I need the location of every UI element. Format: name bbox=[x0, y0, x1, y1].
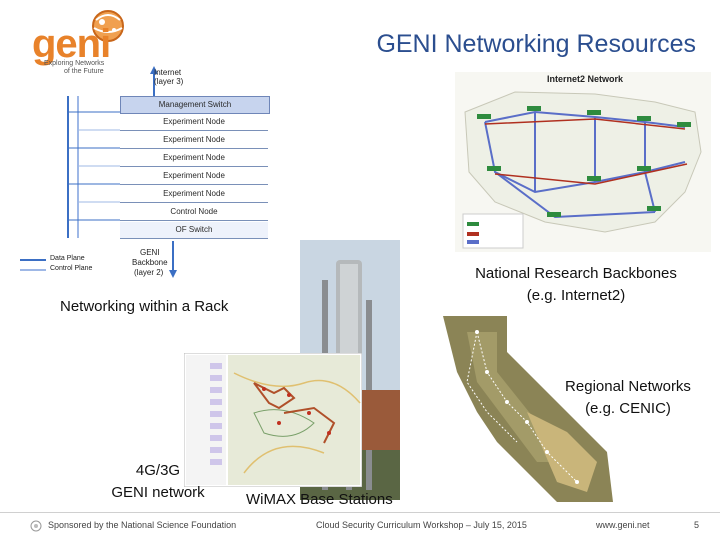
globe-icon bbox=[92, 10, 124, 42]
internet-layer-label: (layer 3) bbox=[154, 77, 184, 86]
rack-row-experiment-node: Experiment Node bbox=[120, 150, 268, 167]
internet2-map-image: Internet2 Network bbox=[455, 72, 711, 252]
footer-divider bbox=[0, 512, 720, 513]
regional-caption: Regional Networks (e.g. CENIC) bbox=[540, 376, 716, 420]
slide-title: GENI Networking Resources bbox=[376, 30, 696, 58]
internet2-caption-line-1: National Research Backbones bbox=[475, 265, 677, 282]
nsf-seal-icon bbox=[30, 519, 42, 532]
rack-row-management-switch: Management Switch bbox=[120, 96, 270, 114]
rack-diagram: Internet (layer 3) Management Switch Exp… bbox=[18, 66, 270, 284]
regional-caption-line-1: Regional Networks bbox=[565, 378, 691, 395]
internet2-caption-line-2: (e.g. Internet2) bbox=[526, 287, 626, 304]
wimax-map-screenshot bbox=[183, 352, 363, 488]
rack-caption: Networking within a Rack bbox=[60, 298, 229, 315]
g4-caption-line-1: 4G/3G bbox=[135, 462, 181, 479]
rack-diagram-lines bbox=[20, 66, 177, 278]
california-network-map bbox=[437, 312, 627, 508]
internet2-caption: National Research Backbones (e.g. Intern… bbox=[440, 263, 712, 307]
rack-row-of-switch: OF Switch bbox=[120, 222, 268, 239]
backbone-layer-label: (layer 2) bbox=[134, 268, 164, 277]
footer-sponsor: Sponsored by the National Science Founda… bbox=[48, 520, 237, 530]
logo-tagline-2: of the Future bbox=[64, 68, 104, 75]
footer-url[interactable]: www.geni.net bbox=[596, 520, 650, 530]
rack-row-control-node: Control Node bbox=[120, 204, 268, 221]
internet-label: Internet bbox=[154, 68, 182, 77]
backbone-label: GENI bbox=[140, 248, 160, 257]
page-number: 5 bbox=[694, 520, 700, 530]
regional-caption-line-2: (e.g. CENIC) bbox=[585, 400, 671, 417]
footer-event: Cloud Security Curriculum Workshop – Jul… bbox=[316, 520, 527, 530]
backbone-label-2: Backbone bbox=[132, 258, 168, 267]
internet2-map-title: Internet2 Network bbox=[547, 74, 624, 84]
geni-logo: geni Exploring Networks of the Future bbox=[8, 6, 126, 78]
wimax-caption: WiMAX Base Stations bbox=[246, 491, 393, 508]
rack-row-experiment-node: Experiment Node bbox=[120, 186, 268, 203]
rack-row-experiment-node: Experiment Node bbox=[120, 132, 268, 149]
g4-caption: 4G/3G GENI network bbox=[100, 460, 216, 504]
legend-data-plane: Data Plane bbox=[50, 255, 85, 262]
rack-row-experiment-node: Experiment Node bbox=[120, 114, 268, 131]
g4-caption-line-2: GENI network bbox=[111, 484, 205, 501]
legend-control-plane: Control Plane bbox=[50, 265, 93, 272]
rack-row-experiment-node: Experiment Node bbox=[120, 168, 268, 185]
logo-wordmark: geni bbox=[32, 22, 111, 66]
logo-tagline-1: Exploring Networks bbox=[44, 60, 105, 67]
